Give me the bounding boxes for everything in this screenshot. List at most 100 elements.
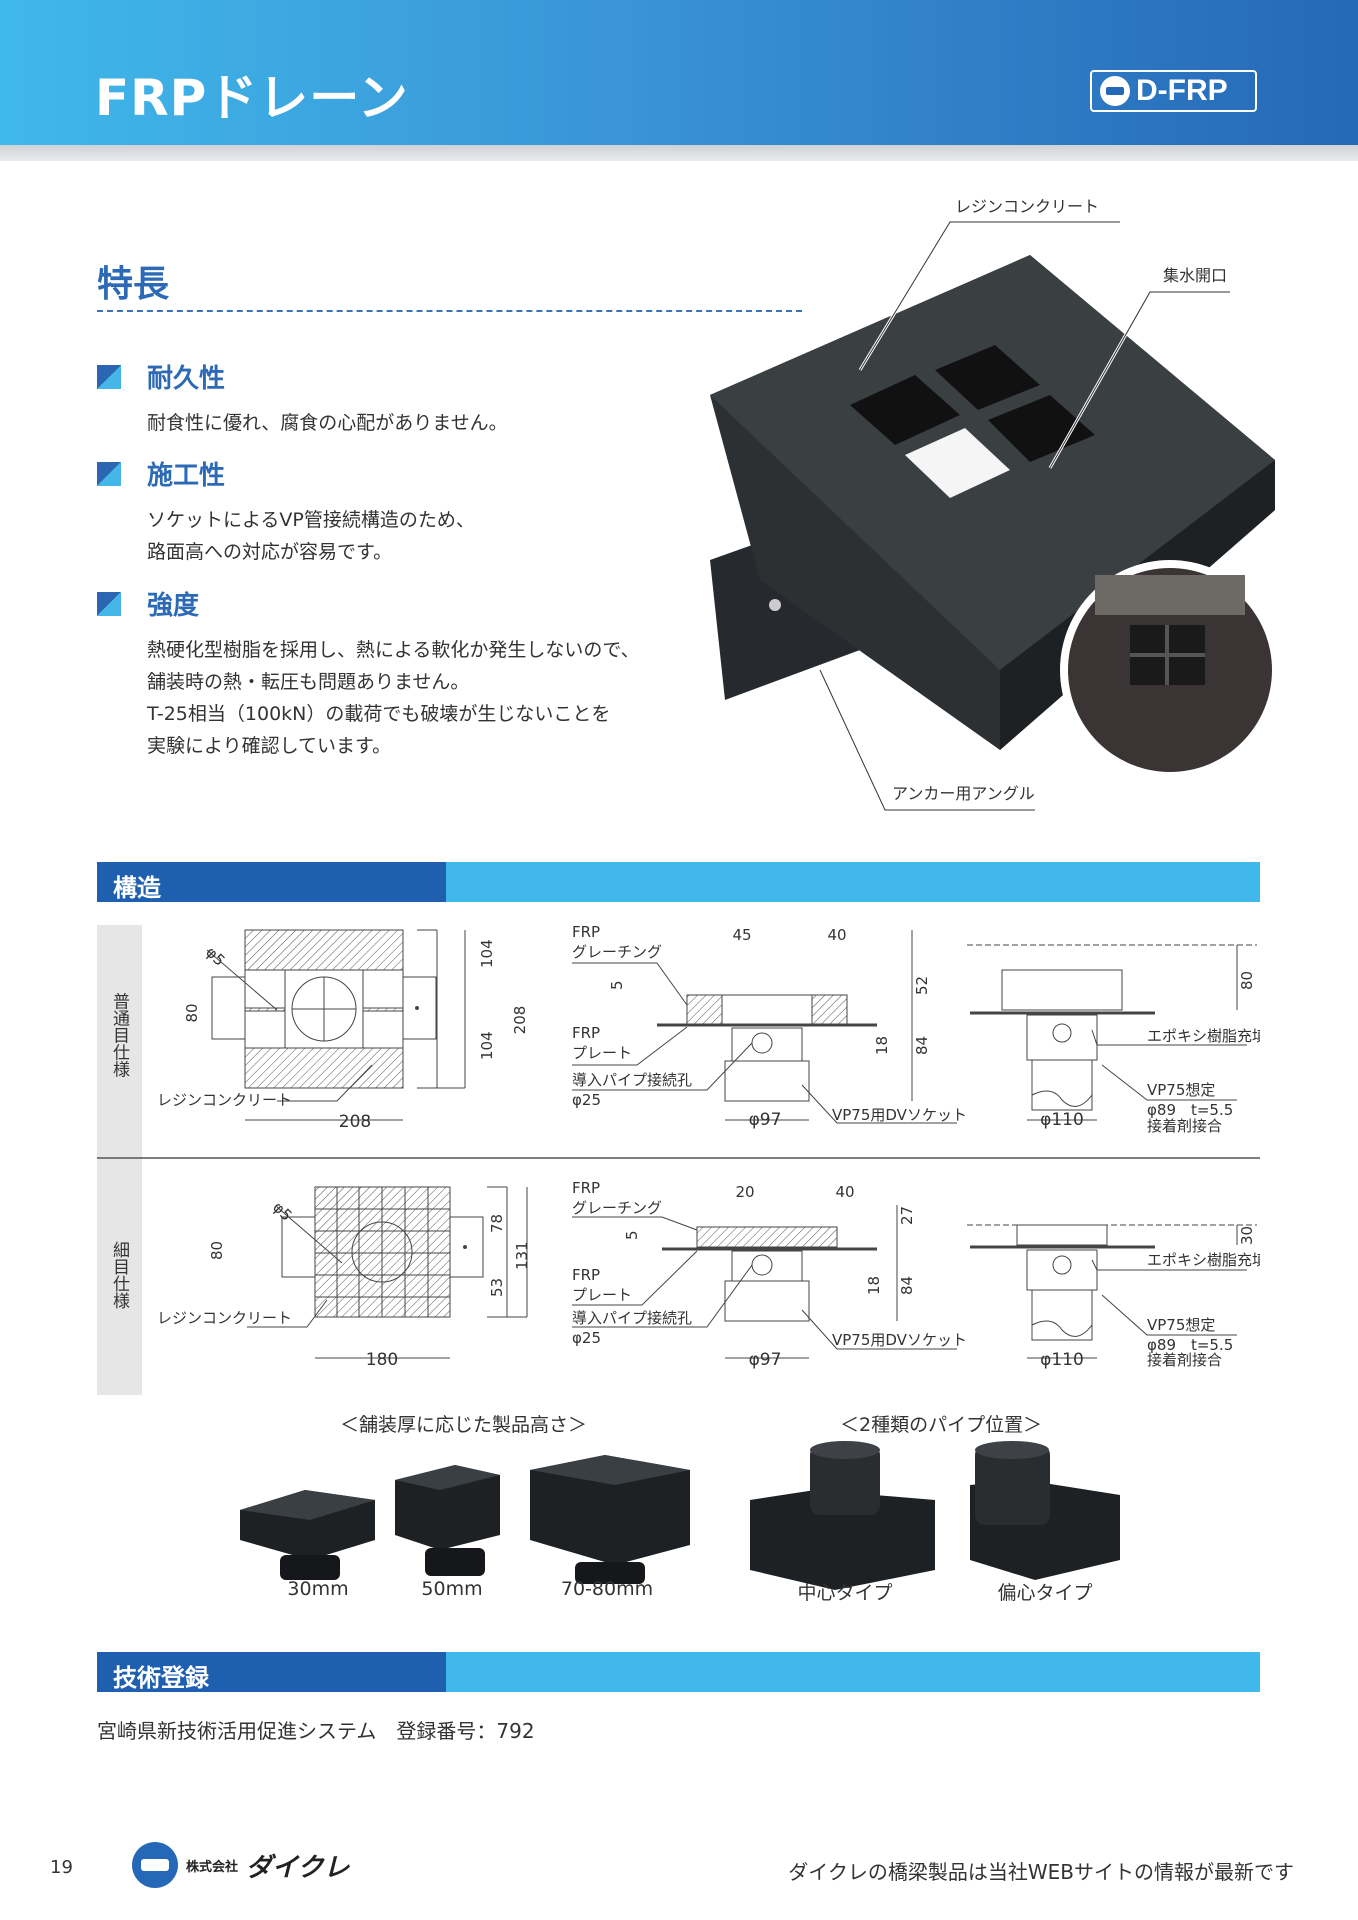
dim: 84 <box>913 1036 931 1055</box>
dim: φ97 <box>749 1110 782 1130</box>
label: エポキシ樹脂充填 <box>1147 1251 1260 1269</box>
bullet-square-icon <box>97 591 121 616</box>
feature-text: T-25相当（100kN）の載荷でも破壊が生じないことを <box>147 703 611 725</box>
label: VP75想定 <box>1147 1316 1215 1334</box>
company-name: ダイクレ <box>246 1852 350 1883</box>
label: FRP <box>572 1179 600 1197</box>
header-divider <box>0 145 1358 161</box>
dim: 52 <box>913 976 931 995</box>
callout-resin-concrete: レジンコンクリート <box>955 197 1100 216</box>
dim: 131 <box>513 1241 531 1270</box>
label: 導入パイプ接続孔 <box>572 1071 692 1089</box>
brand-badge-text: D-FRP <box>1136 74 1228 107</box>
registration-section-bar: 技術登録 <box>97 1652 1260 1692</box>
registration-text: 宮崎県新技術活用促進システム 登録番号：792 <box>97 1719 535 1743</box>
label: VP75想定 <box>1147 1081 1215 1099</box>
product-label-70-80mm: 70-80mm <box>560 1578 654 1600</box>
feature-text: 実験により確認しています。 <box>147 735 392 757</box>
inlet-opening <box>850 375 960 445</box>
bullet-square-icon <box>97 364 121 389</box>
label: φ25 <box>572 1091 601 1109</box>
dim: φ110 <box>1040 1110 1084 1130</box>
brand-logo-icon <box>1100 76 1130 106</box>
pipes-caption: ＜2種類のパイプ位置＞ <box>840 1414 1043 1436</box>
feature-durability: 耐久性 耐食性に優れ、腐食の心配がありません。 <box>97 358 697 439</box>
product-variations <box>240 1441 1120 1590</box>
product-label-center: 中心タイプ <box>797 1582 893 1604</box>
dim: 20 <box>735 1183 754 1201</box>
row1-label: 普通目仕様 <box>109 992 130 1077</box>
feature-title: 耐久性 <box>147 364 226 394</box>
page-title: FRPドレーン <box>95 69 409 127</box>
dim: 104 <box>478 939 496 968</box>
label: VP75用DVソケット <box>832 1331 967 1349</box>
dim: 5 <box>623 1230 641 1240</box>
product-photo <box>710 220 1280 811</box>
page-header: FRPドレーン D-FRP <box>0 0 1358 145</box>
product-70-80mm <box>530 1455 690 1584</box>
label: φ25 <box>572 1329 601 1347</box>
page-number: 19 <box>50 1857 73 1878</box>
label: レジンコンクリート <box>157 1309 292 1327</box>
heights-caption: ＜舗装厚に応じた製品高さ＞ <box>340 1414 588 1436</box>
inlet-opening <box>905 428 1010 498</box>
dim: 18 <box>865 1276 883 1295</box>
feature-workability: 施工性 ソケットによるVP管接続構造のため、 路面高への対応が容易です。 <box>97 455 697 568</box>
dim: φ97 <box>749 1350 782 1370</box>
features-title: 特長 <box>97 264 170 305</box>
dim: 45 <box>732 926 751 944</box>
product-eccentric-type <box>970 1441 1120 1580</box>
label: エポキシ樹脂充填 <box>1147 1027 1260 1045</box>
product-label-eccentric: 偏心タイプ <box>997 1582 1093 1604</box>
dim: 5 <box>608 980 626 990</box>
label: 導入パイプ接続孔 <box>572 1309 692 1327</box>
brand-badge: D-FRP <box>1090 70 1257 112</box>
feature-strength: 強度 熱硬化型樹脂を採用し、熱による軟化か発生しないので、 舗装時の熱・転圧も問… <box>97 585 697 762</box>
label: VP75用DVソケット <box>832 1106 967 1124</box>
dim: 53 <box>488 1278 506 1297</box>
registration-title: 技術登録 <box>113 1664 209 1692</box>
dim: 104 <box>478 1031 496 1060</box>
bullet-square-icon <box>97 461 121 486</box>
product-30mm <box>240 1490 375 1580</box>
structure-title: 構造 <box>113 874 161 902</box>
feature-title: 施工性 <box>147 461 226 491</box>
feature-text: 路面高への対応が容易です。 <box>147 541 393 563</box>
inlet-opening <box>988 395 1095 462</box>
product-center-type <box>750 1441 935 1590</box>
dim: 78 <box>488 1214 506 1233</box>
dim: 180 <box>366 1350 398 1370</box>
label: プレート <box>572 1044 632 1062</box>
dim: 80 <box>1238 971 1256 990</box>
row2-label: 細目仕様 <box>109 1241 130 1309</box>
dim: 208 <box>511 1006 529 1035</box>
label: φ89 t=5.5 <box>1147 1101 1233 1119</box>
structure-diagram: 普通目仕様 細目仕様 φ5 80 104 104 208 208 レジンコンクリ… <box>97 925 1260 1395</box>
dim: 208 <box>339 1112 371 1132</box>
label: グレーチング <box>572 1199 662 1217</box>
product-50mm <box>395 1465 500 1576</box>
feature-text: ソケットによるVP管接続構造のため、 <box>147 509 475 531</box>
label: FRP <box>572 1024 600 1042</box>
feature-title: 強度 <box>147 591 200 621</box>
structure-section-bar: 構造 <box>97 862 1260 902</box>
anchor-hole <box>769 599 781 611</box>
label: レジンコンクリート <box>157 1091 292 1109</box>
callout-anchor: アンカー用アングル <box>892 784 1035 803</box>
features-divider <box>97 310 802 312</box>
label: FRP <box>572 1266 600 1284</box>
label: FRP <box>572 925 600 941</box>
label: 接着剤接合 <box>1147 1117 1222 1135</box>
product-label-30mm: 30mm <box>287 1578 349 1600</box>
dim: φ110 <box>1040 1350 1084 1370</box>
inlet-opening <box>935 345 1040 410</box>
label: グレーチング <box>572 943 662 961</box>
dim: 80 <box>208 1241 226 1260</box>
feature-text: 熱硬化型樹脂を採用し、熱による軟化か発生しないので、 <box>147 639 640 661</box>
dim: 40 <box>835 1183 854 1201</box>
footer-note: ダイクレの橋梁製品は当社WEBサイトの情報が最新です <box>788 1860 1294 1884</box>
label: φ89 t=5.5 <box>1147 1336 1233 1354</box>
dim: 80 <box>183 1003 201 1022</box>
company-logo: 株式会社 ダイクレ <box>132 1842 350 1888</box>
company-name-prefix: 株式会社 <box>186 1859 239 1875</box>
